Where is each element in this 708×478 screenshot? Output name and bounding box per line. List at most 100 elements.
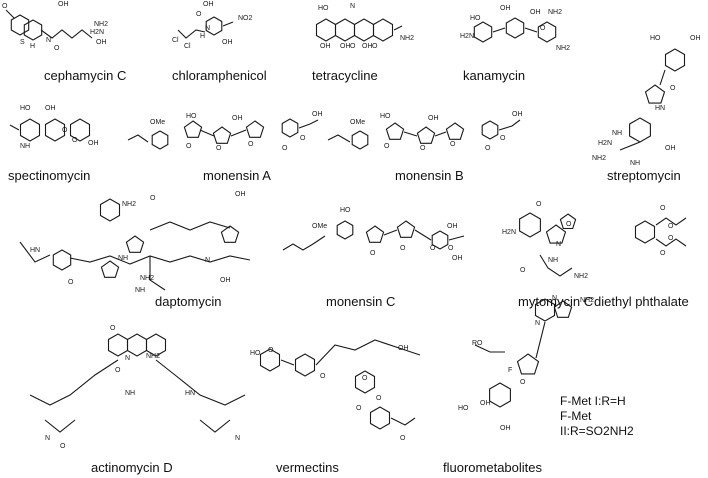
structure-actinomycin-d-atom-label: N [45, 435, 50, 442]
structure-actinomycin-d-atom-label: N [235, 435, 240, 442]
structure-streptomycin-atom-label: OH [690, 35, 701, 42]
structure-chloramphenicol-atom-label: Cl [172, 37, 179, 44]
label-kanamycin: kanamycin [463, 68, 526, 83]
label-fluorometabolites: fluorometabolites [443, 460, 542, 475]
structure-fluorometabolites-ring [516, 353, 540, 375]
structure-fluorometabolites-atom-label: N [535, 320, 540, 327]
structure-daptomycin-ring [99, 198, 121, 222]
structure-mytomycin-c-atom-label: H2N [502, 229, 516, 236]
structure-cephamycin-c-atom-label: H2N [90, 29, 104, 36]
structure-chloramphenicol-atom-label: NO2 [238, 15, 253, 22]
structure-monensin-a-atom-label: HO [186, 113, 197, 120]
structure-tetracycline-atom-label: O [350, 43, 356, 50]
label-mytomycin-c: mytomycin C [518, 294, 594, 309]
structure-vermectins-atom-label: O [268, 347, 274, 354]
structure-streptomycin-ring [629, 117, 651, 143]
structure-monensin-b-atom-label: O [420, 145, 426, 152]
structure-mytomycin-c-ring [519, 212, 541, 238]
structure-mytomycin-c-atom-label: NH2 [574, 273, 588, 280]
structure-kanamycin-atom-label: H2N [460, 33, 474, 40]
structure-spectinomycin-atom-label: OH [45, 105, 56, 112]
structure-daptomycin-ring [52, 249, 72, 271]
structure-monensin-c-chain [383, 229, 398, 236]
structure-monensin-b-chain [327, 134, 351, 143]
structure-spectinomycin-atom-label: O [72, 137, 78, 144]
label-daptomycin: daptomycin [155, 294, 222, 309]
structure-kanamycin-atom-label: NH2 [548, 9, 562, 16]
structure-vermectins-ring [294, 353, 316, 377]
structure-daptomycin-ring [100, 260, 120, 278]
structure-monensin-a-chain [230, 129, 247, 137]
structure-cephamycin-c-chain [5, 9, 15, 19]
structure-monensin-b-ring [385, 122, 405, 140]
structure-vermectins-atom-label: O [400, 435, 406, 442]
structure-fluorometabolites-atom-label: N [552, 295, 557, 302]
structure-kanamycin-ring [473, 21, 493, 43]
structure-monensin-c-atom-label: HO [340, 207, 351, 214]
structure-chloramphenicol-atom-label: N [205, 25, 210, 32]
structure-monensin-a-chain [298, 119, 319, 129]
structure-monensin-c-chain [414, 229, 432, 241]
structure-monensin-c-atom-label: OMe [312, 223, 327, 230]
label-tetracycline: tetracycline [312, 68, 378, 83]
label-monensin-c: monensin C [326, 294, 396, 309]
structure-monensin-a-atom-label: O [186, 143, 192, 150]
structure-daptomycin-atom-label: NH2 [140, 275, 154, 282]
structure-actinomycin-d-chain [155, 359, 246, 406]
structure-daptomycin-atom-label: O [150, 195, 156, 202]
structure-actinomycin-d-atom-label: O [115, 367, 121, 374]
structure-kanamycin-chain [524, 27, 538, 33]
structure-monensin-c-atom-label: OH [452, 255, 463, 262]
structure-monensin-b-atom-label: HO [380, 113, 391, 120]
structure-daptomycin-atom-label: O [68, 279, 74, 286]
structure-tetracycline-atom-label: NH2 [400, 35, 414, 42]
structure-cephamycin-c-ring [23, 19, 43, 41]
structure-daptomycin-atom-label: NH [135, 287, 145, 294]
structure-diethyl-phthalate-ring [634, 220, 656, 244]
label-cephamycin-c: cephamycin C [44, 68, 127, 83]
structure-spectinomycin-chain [9, 124, 20, 131]
structure-monensin-b-chain [403, 131, 418, 137]
structure-monensin-a-chain [199, 129, 215, 137]
structure-tetracycline-ring [353, 18, 375, 42]
structure-chloramphenicol-chain [222, 21, 234, 27]
structure-cephamycin-c-atom-label: N [46, 37, 51, 44]
structure-streptomycin-atom-label: H2N [598, 140, 612, 147]
structure-cephamycin-c-atom-label: O [2, 3, 8, 10]
label-monensin-b: monensin B [395, 168, 464, 183]
structure-actinomycin-d-ring [126, 333, 148, 357]
structure-spectinomycin-ring [44, 118, 66, 142]
structure-mytomycin-c-ring [545, 224, 567, 244]
structure-daptomycin-chain [69, 255, 251, 265]
structure-monensin-b-chain [498, 119, 521, 131]
structure-chloramphenicol-atom-label: H [200, 33, 205, 40]
structure-monensin-c-chain [448, 235, 465, 241]
structure-fluorometabolites-atom-label: OH [480, 400, 491, 407]
structure-cephamycin-c-atom-label: O [54, 45, 60, 52]
structure-actinomycin-d-ring [107, 333, 129, 357]
structure-streptomycin-atom-label: HN [655, 105, 665, 112]
structure-fluorometabolites-ring [534, 298, 556, 322]
structure-monensin-b-ring [445, 122, 465, 140]
structure-monensin-b-atom-label: O [450, 141, 456, 148]
structure-fluorometabolites-atom-label: F [508, 367, 512, 374]
structure-actinomycin-d-atom-label: O [110, 325, 116, 332]
structure-chloramphenicol-atom-label: OH [203, 1, 214, 8]
structure-spectinomycin-atom-label: HO [20, 105, 31, 112]
structure-kanamycin-chain [492, 27, 506, 33]
structure-diethyl-phthalate-chain [655, 217, 687, 226]
structure-mytomycin-c-chain [539, 254, 573, 277]
structure-daptomycin-ring [125, 235, 145, 253]
structure-monensin-a-atom-label: OH [232, 115, 243, 122]
structure-vermectins-atom-label: O [356, 405, 362, 412]
structure-monensin-b-atom-label: OH [512, 111, 523, 118]
structure-daptomycin-atom-label: NH2 [122, 201, 136, 208]
structure-actinomycin-d-atom-label: N [125, 355, 130, 362]
structure-spectinomycin-ring [19, 118, 41, 142]
structure-mytomycin-c-atom-label: NH [548, 257, 558, 264]
structure-cephamycin-c-ring [10, 14, 30, 36]
structure-actinomycin-d-atom-label: NH2 [146, 353, 160, 360]
structure-monensin-a-ring [212, 126, 232, 144]
structure-kanamycin-ring [537, 21, 557, 43]
